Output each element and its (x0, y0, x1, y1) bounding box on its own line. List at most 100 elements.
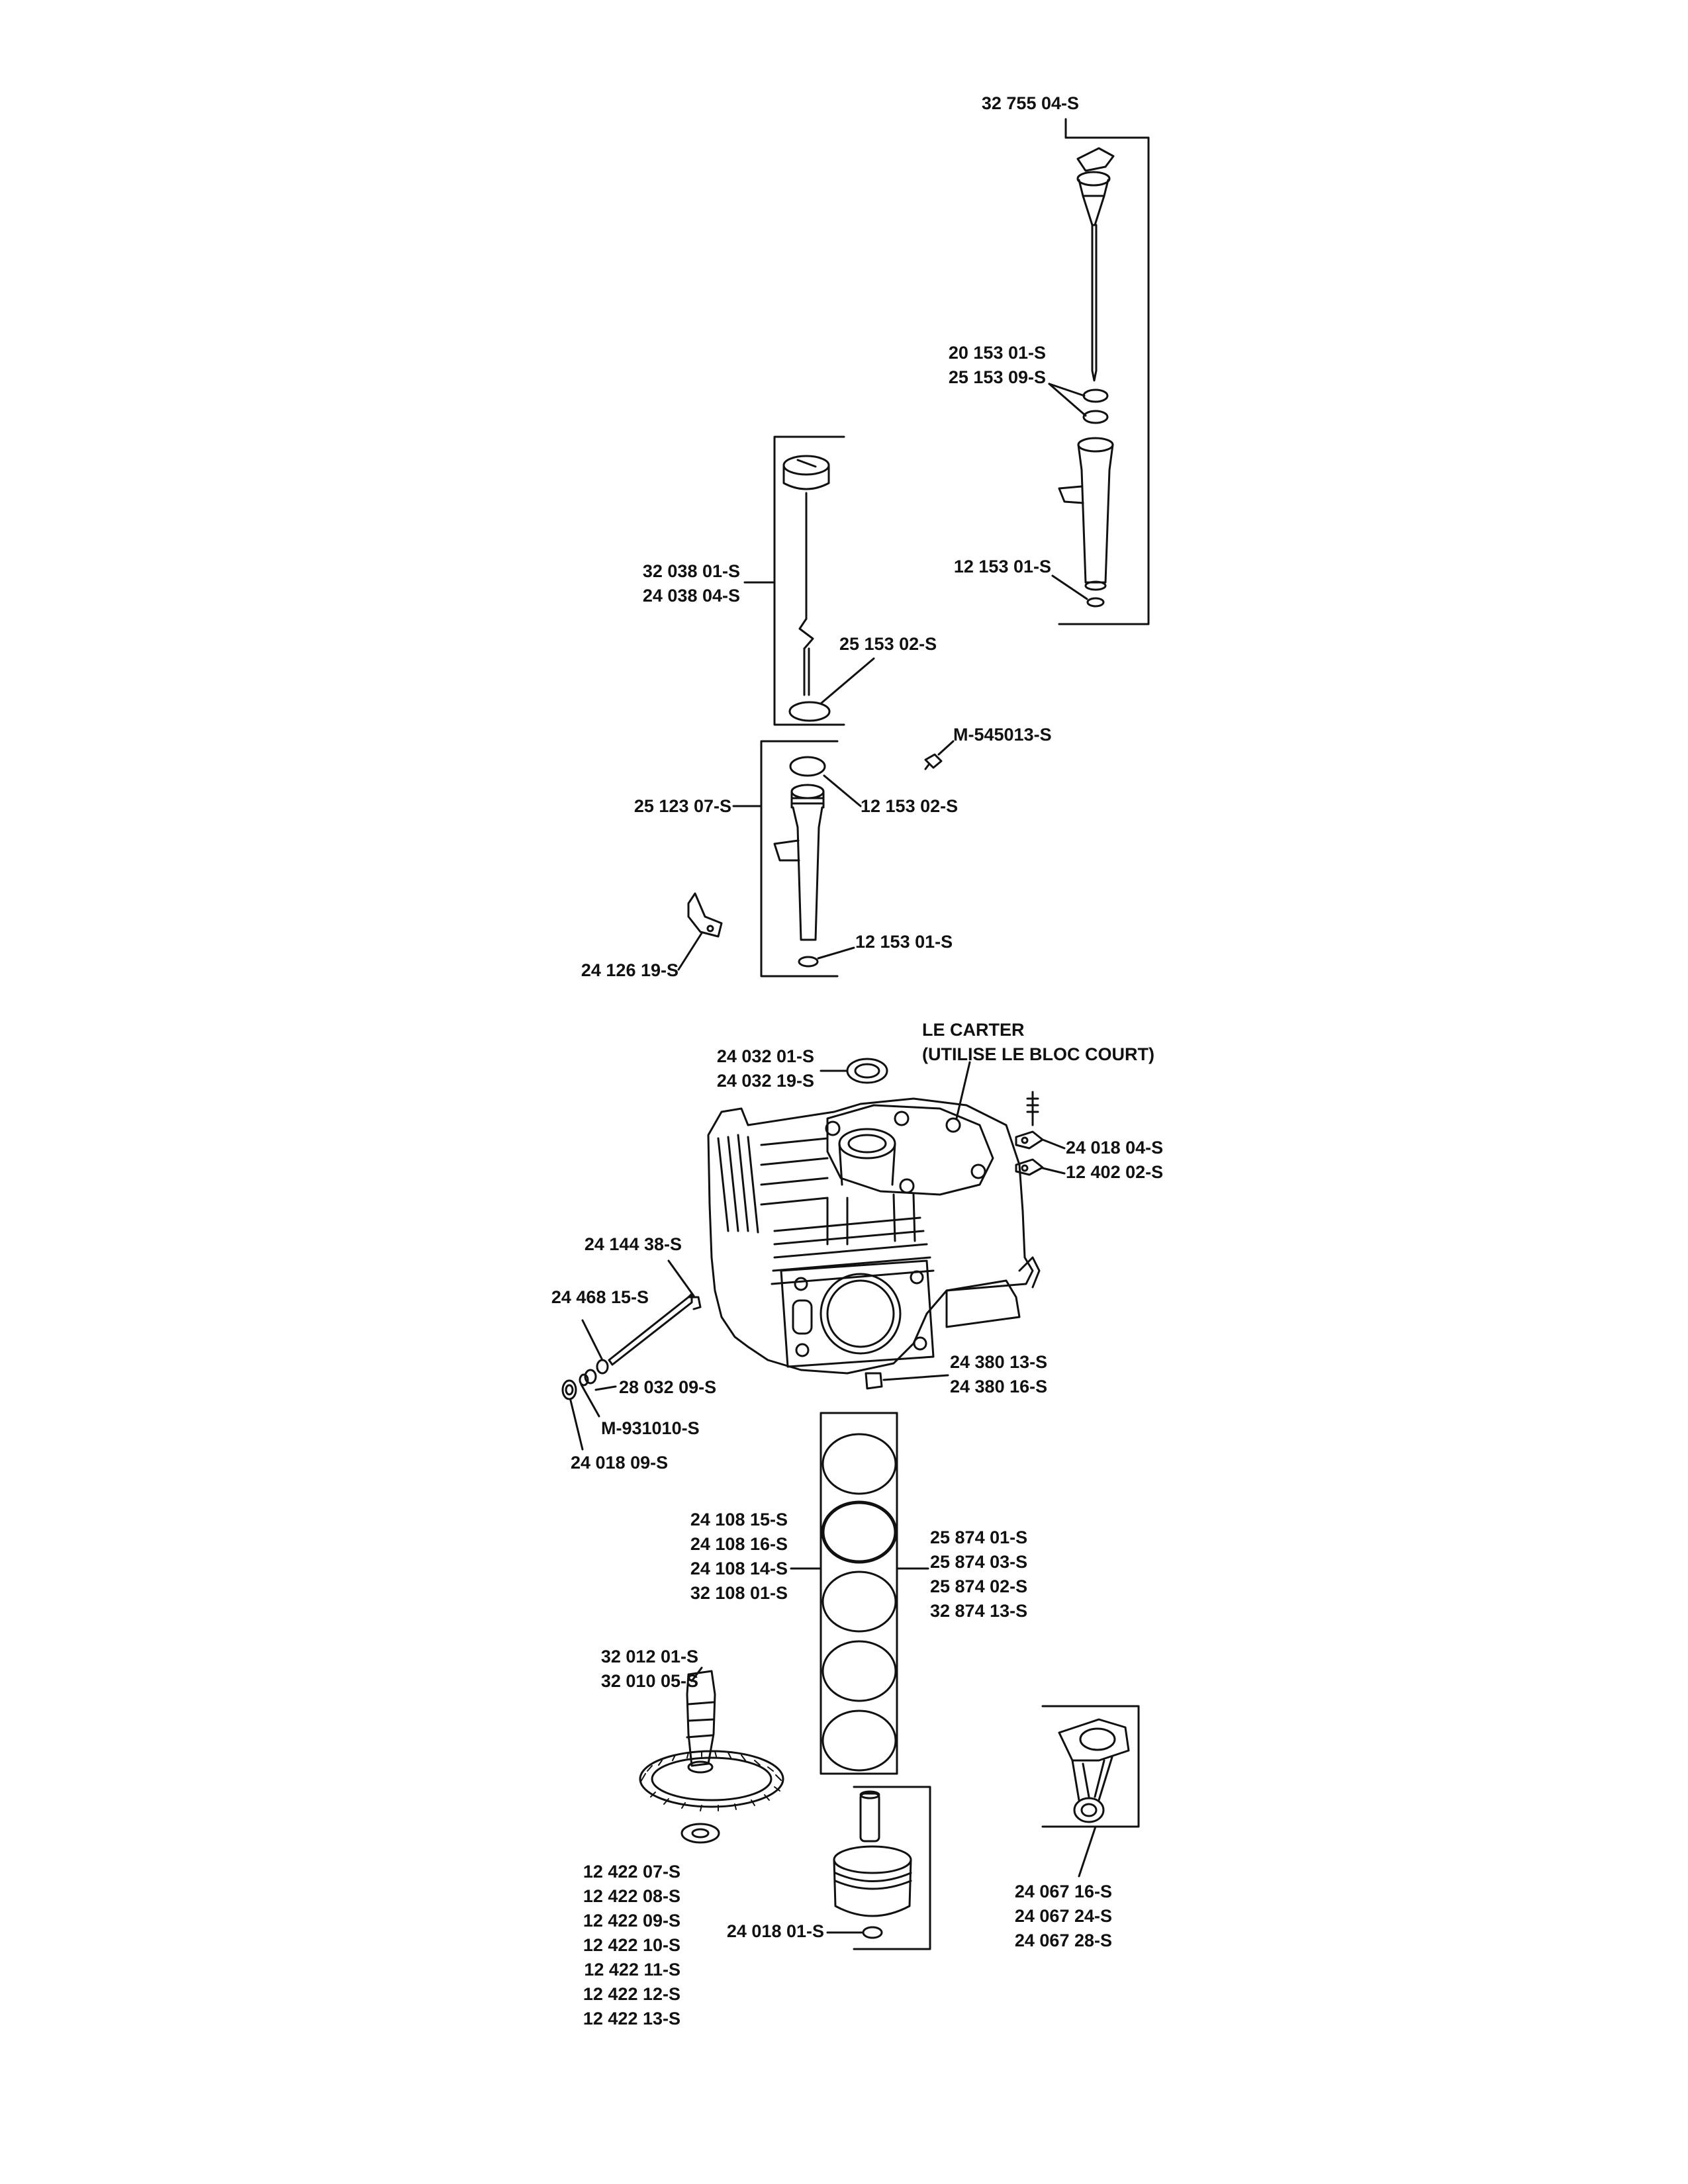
leader-line (690, 1666, 703, 1682)
label-shaft-clip: 28 032 09-S (619, 1375, 751, 1400)
bracket-part (677, 892, 723, 971)
washer-icon (579, 1373, 589, 1387)
piston-ring-icon (821, 1500, 898, 1564)
leader-line (955, 1061, 971, 1120)
part-number: 12 153 01-S (855, 932, 953, 952)
plug-icon (865, 1372, 883, 1390)
cylinder-face (780, 1259, 935, 1368)
cap-stem-kink-icon (798, 617, 814, 650)
label-piston-clip: 24 018 01-S (692, 1919, 824, 1944)
leader-line (569, 1399, 584, 1451)
part-number: 12 402 02-S (1066, 1162, 1164, 1182)
camshaft-group (639, 1666, 784, 1844)
cap-top-icon (782, 455, 830, 476)
piston-body-icon (833, 1858, 912, 1917)
dipstick-cap-icon (1076, 147, 1115, 172)
oring-icon (1086, 597, 1105, 608)
label-fittings: 24 018 04-S 12 402 02-S (1066, 1136, 1198, 1185)
label-orings: 20 153 01-S 25 153 09-S (914, 341, 1046, 390)
shim-icon (680, 1823, 720, 1844)
tube-top-icon (790, 784, 825, 799)
leader-line (937, 740, 955, 756)
part-number: 32 010 05-S (600, 1671, 698, 1691)
part-number: 24 032 01-S (716, 1046, 814, 1066)
label-tube-oring: 12 153 01-S (919, 555, 1051, 579)
piston-pin-icon (859, 1792, 880, 1843)
leader-line (1041, 1138, 1066, 1150)
piston-top-icon (833, 1845, 912, 1874)
leader-line (580, 1383, 600, 1418)
label-camshaft: 32 012 01-S 32 010 05-S (566, 1645, 698, 1694)
rod-beam-icon (1071, 1756, 1113, 1801)
cylinder-bore-inner (826, 1279, 895, 1348)
governor-shaft-end (687, 1296, 702, 1310)
connecting-rod-group (1041, 1705, 1140, 1878)
leader-line (1078, 1825, 1097, 1878)
leader-line (677, 932, 703, 971)
part-number: 25 153 09-S (948, 367, 1046, 387)
piston-ring-icon (821, 1709, 897, 1772)
piston-clip-icon (862, 1926, 883, 1939)
cap-body-icon (782, 464, 830, 490)
part-number: M-931010-S (601, 1418, 700, 1438)
seal-icon (846, 1058, 888, 1084)
piston-ring-icon (821, 1433, 897, 1495)
part-number: 24 038 04-S (642, 586, 740, 606)
bolt-boss-icon (970, 1163, 986, 1179)
oring-icon (1082, 388, 1109, 403)
cylinder-bore-icon (820, 1273, 902, 1355)
leader-line (594, 1385, 617, 1391)
rod-small-end-bore (1080, 1803, 1098, 1817)
cam-hub-icon (687, 1760, 714, 1774)
part-number: 25 123 07-S (633, 796, 731, 816)
tube-thread-icon (790, 790, 825, 809)
rod-big-end-icon (1058, 1718, 1130, 1762)
part-number: 24 067 24-S (1014, 1906, 1112, 1926)
label-plug: 24 380 13-S 24 380 16-S (950, 1350, 1082, 1399)
washer-inner (565, 1384, 574, 1396)
label-cap-oring: 25 153 02-S (839, 632, 972, 657)
part-number: 24 468 15-S (551, 1287, 649, 1307)
cooling-fins (717, 1134, 759, 1234)
bracket-frame (853, 1786, 931, 1950)
cam-gear-inner (651, 1756, 773, 1801)
leader-line (1048, 383, 1087, 417)
base-foot (1018, 1256, 1041, 1289)
part-number: 12 422 07-S (583, 1862, 680, 1882)
dipstick-cap-group (743, 435, 875, 726)
part-number: 24 108 16-S (690, 1534, 788, 1554)
leader-line (820, 657, 875, 705)
part-number: 12 422 11-S (584, 1960, 680, 1979)
fitting-hole-icon (1021, 1164, 1029, 1172)
bolt-boss-icon (894, 1111, 910, 1126)
part-number: 25 874 03-S (930, 1552, 1028, 1572)
crankcase-title: LE CARTER (922, 1020, 1025, 1040)
piston-group (826, 1786, 931, 1950)
part-number: 24 380 16-S (950, 1377, 1048, 1396)
piston-rings-group (790, 1412, 929, 1775)
part-number: 12 422 08-S (583, 1886, 680, 1906)
bolt-boss-icon (899, 1178, 915, 1194)
dipstick-knob-icon (1076, 171, 1111, 187)
leader-line (882, 1374, 949, 1381)
cam-gear-teeth (640, 1751, 782, 1811)
part-number: 24 144 38-S (584, 1234, 682, 1254)
piston-ring-icon (821, 1640, 897, 1702)
part-number: 24 067 16-S (1014, 1882, 1112, 1901)
part-number: 32 038 01-S (642, 561, 740, 581)
fitting-icon (1026, 1091, 1039, 1126)
fill-tube-group (732, 740, 955, 978)
shim-inner (691, 1828, 710, 1839)
label-fill-tube: 25 123 07-S (599, 794, 731, 819)
label-rings-right: 25 874 01-S 25 874 03-S 25 874 02-S 32 8… (930, 1525, 1062, 1623)
tube-bottom-icon (1084, 580, 1107, 591)
part-number: 12 153 01-S (953, 557, 1051, 576)
boss-walls (838, 1142, 896, 1186)
crankcase-group (561, 1058, 1066, 1451)
part-number: 24 108 15-S (690, 1510, 788, 1529)
dipstick-tall-group (1048, 118, 1150, 625)
part-number: 24 018 09-S (571, 1453, 669, 1473)
label-rings-left: 24 108 15-S 24 108 16-S 24 108 14-S 32 1… (655, 1508, 788, 1606)
fitting-icon (1015, 1158, 1044, 1176)
